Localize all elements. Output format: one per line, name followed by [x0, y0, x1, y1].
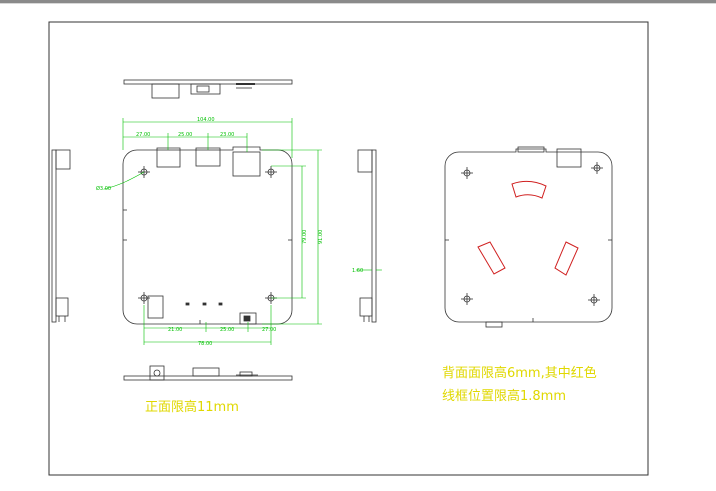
window-top-bar: [0, 0, 716, 3]
dim-bottom-span: 78.00: [198, 341, 212, 347]
back-height-note-line2: 线框位置限高1.8mm: [442, 388, 566, 404]
right-side-view: [357, 149, 377, 323]
front-bottom-edge-view: [123, 365, 293, 381]
back-height-note-line1: 背面面限高6mm,其中红色: [442, 365, 597, 381]
back-connector: [556, 148, 582, 168]
front-connector-1: [156, 149, 181, 168]
dim-offset-a: 27.00: [136, 132, 150, 138]
dim-bottom-a: 21.00: [168, 327, 182, 333]
back-view: [444, 146, 613, 328]
dim-offset-c: 23.00: [220, 132, 234, 138]
dim-hole-height: 79.00: [302, 230, 308, 244]
dim-hole: Ø3.00: [96, 185, 111, 192]
back-top-tab: [517, 146, 545, 153]
front-connector-2: [195, 149, 221, 167]
limit-zone-left: [477, 241, 506, 275]
front-connector-3: [232, 151, 261, 177]
front-board-outline: [122, 146, 293, 325]
dim-overall-height: 91.00: [318, 230, 324, 244]
back-board-outline: [444, 148, 613, 323]
back-mounting-holes: [461, 162, 603, 306]
dim-bottom-c: 27.00: [262, 327, 276, 333]
window-top-shadow: [0, 3, 716, 4]
limit-zone-right: [554, 241, 579, 276]
front-dimensions: [103, 118, 322, 345]
limit-zone-top: [511, 180, 547, 199]
dim-offset-b: 25.00: [178, 132, 192, 138]
front-view: [122, 79, 293, 381]
back-bottom-tab: [485, 321, 503, 328]
dim-overall-width: 104.00: [197, 117, 215, 123]
dim-thickness: 1.60: [352, 268, 363, 274]
dim-bottom-b: 25.00: [220, 327, 234, 333]
front-bottom-connector-1: [147, 295, 164, 319]
left-side-view: [51, 149, 71, 323]
front-top-edge-view: [123, 79, 293, 99]
back-height-limit-zones: [477, 180, 579, 276]
front-mounting-holes: [138, 166, 277, 304]
front-height-note: 正面限高11mm: [145, 399, 239, 415]
drawing-frame: [48, 21, 649, 476]
